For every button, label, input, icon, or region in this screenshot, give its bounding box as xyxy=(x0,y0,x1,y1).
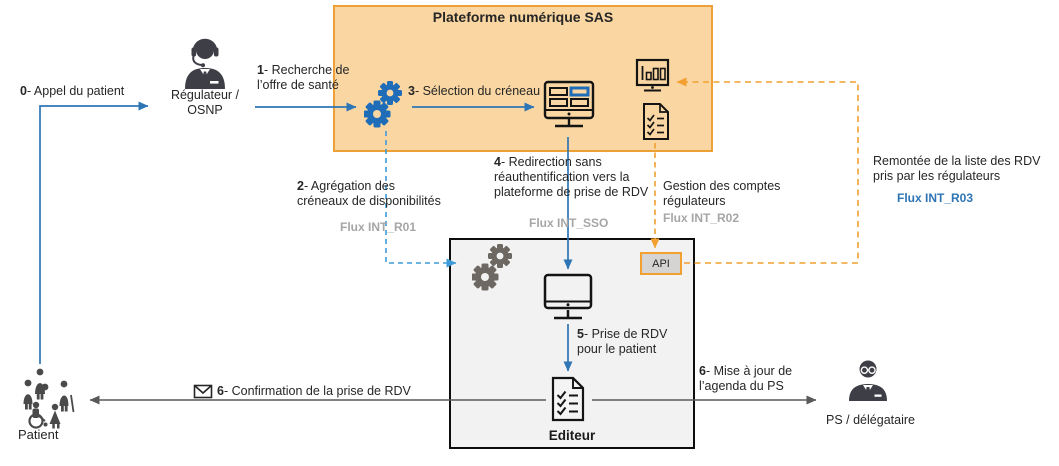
step0-number: 0 xyxy=(20,84,27,98)
step0-label: 0- Appel du patient xyxy=(20,84,124,99)
flux-int-sso-label: Flux INT_SSO xyxy=(529,216,609,230)
editor-title: Editeur xyxy=(548,428,596,443)
doctor-icon xyxy=(845,356,891,402)
step3-text: - Sélection du créneau xyxy=(414,84,541,98)
step4-line2: réauthentification vers la xyxy=(494,169,630,184)
step6-update-number: 6 xyxy=(699,364,706,378)
step1-line1: - Recherche de xyxy=(263,63,350,77)
slots-screen-icon xyxy=(542,79,596,135)
platform-title: Plateforme numérique SAS xyxy=(432,9,614,25)
stats-screen-icon xyxy=(634,57,672,99)
regulator-label: Régulateur / OSNP xyxy=(162,88,248,118)
step2-label: 2- Agrégation des créneaux de disponibil… xyxy=(297,179,477,209)
gestion-comptes-label: Gestion des comptes régulateurs xyxy=(663,179,793,209)
step3-number: 3 xyxy=(408,84,415,98)
flux-int-r02-label: Flux INT_R02 xyxy=(663,211,740,225)
regulator-label-line2: OSNP xyxy=(187,102,223,117)
step3-label: 3- Sélection du créneau xyxy=(408,84,540,99)
step2-line1: - Agrégation des xyxy=(303,179,395,193)
ps-label: PS / délégataire xyxy=(826,413,915,427)
checklist-icon-editor xyxy=(549,376,587,422)
step2-line2: créneaux de disponibilités xyxy=(297,193,441,208)
call-agent-icon xyxy=(177,31,233,91)
step1-line2: l’offre de santé xyxy=(257,77,339,92)
flux-int-r03-label: Flux INT_R03 xyxy=(897,191,974,205)
gears-gray-icon xyxy=(472,243,514,293)
step1-label: 1- Recherche de l’offre de santé xyxy=(257,63,367,93)
remontee-line1: Remontée de la liste des RDV xyxy=(873,154,1041,168)
step6-update-label: 6- Mise à jour de l’agenda du PS xyxy=(699,364,814,394)
api-label: API xyxy=(652,257,670,270)
checklist-icon-platform xyxy=(641,102,671,142)
remontee-label: Remontée de la liste des RDV pris par le… xyxy=(873,154,1058,184)
step6-update-line2: l’agenda du PS xyxy=(699,378,784,393)
step1-number: 1 xyxy=(257,63,264,77)
step5-line2: pour le patient xyxy=(577,341,657,356)
step4-label: 4- Redirection sans réauthentification v… xyxy=(494,155,664,199)
step4-line3: plateforme de prise de RDV xyxy=(494,184,649,199)
regulator-label-line1: Régulateur / xyxy=(170,88,240,102)
patient-label: Patient xyxy=(18,427,59,442)
api-box: API xyxy=(640,252,682,275)
step6-confirm-text: - Confirmation de la prise de RDV xyxy=(223,384,411,398)
platform-box xyxy=(333,5,713,152)
step5-number: 5 xyxy=(577,327,584,341)
step0-text: - Appel du patient xyxy=(26,84,125,98)
remontee-line2: pris par les régulateurs xyxy=(873,168,1001,183)
step6-confirmation-label: 6- Confirmation de la prise de RDV xyxy=(217,384,411,399)
step4-line1: - Redirection sans xyxy=(500,155,602,169)
step5-line1: - Prise de RDV xyxy=(583,327,668,341)
gestion-line1: Gestion des comptes xyxy=(663,179,781,193)
monitor-icon-editor xyxy=(542,272,594,324)
step5-label: 5- Prise de RDV pour le patient xyxy=(577,327,677,357)
step6-update-line1: - Mise à jour de xyxy=(705,364,793,378)
step6-confirm-number: 6 xyxy=(217,384,224,398)
step2-number: 2 xyxy=(297,179,304,193)
step4-number: 4 xyxy=(494,155,501,169)
gears-blue-icon xyxy=(364,79,404,131)
patient-group-icon xyxy=(12,366,90,430)
envelope-icon xyxy=(193,384,213,399)
gestion-line2: régulateurs xyxy=(663,193,726,208)
flux-int-r01-label: Flux INT_R01 xyxy=(340,220,417,234)
